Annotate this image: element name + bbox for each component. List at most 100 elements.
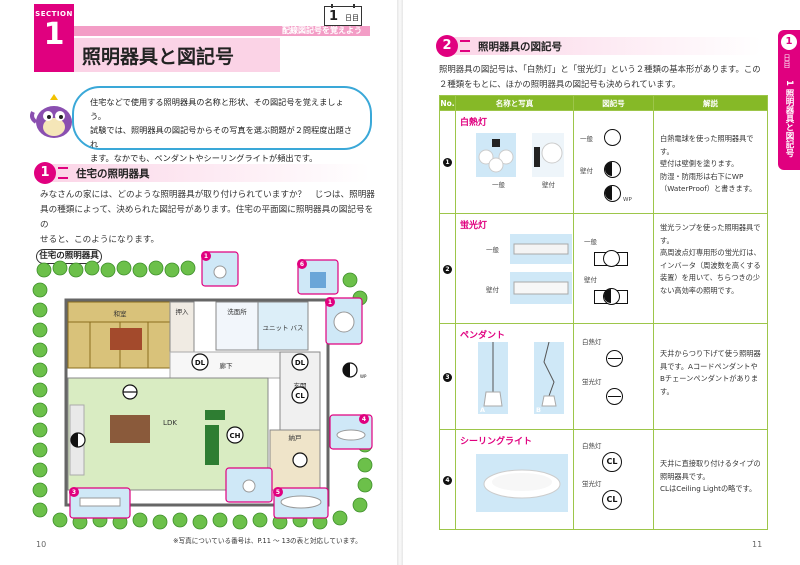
photo-label: 一般 [486, 246, 499, 254]
desc-line: 具です。Aコードペンダントや [660, 361, 758, 371]
body-paragraph: みなさんの家には、どのような照明器具が取り付けられていますか？ じつは、照明器 … [40, 188, 375, 248]
fluorescent-symbol-icon [594, 250, 628, 267]
room-label-genkan: 玄関 [294, 381, 307, 390]
table-row: 2 蛍光灯 一般 壁付 一般 [439, 213, 768, 324]
symbol-label: 一般 [580, 135, 593, 143]
name-photo-cell: 白熱灯 一般 壁付 [455, 110, 574, 214]
photo-label: 壁付 [542, 181, 555, 189]
top-banner-text: 配線図記号を覚えよう [282, 26, 362, 35]
footnote: ※写真についている番号は、P.11 〜 13の表と対応しています。 [173, 537, 362, 545]
description-cell: 天井に直接取り付けるタイプの 照明器具です。 CLはCeiling Lightの… [653, 429, 768, 530]
symbol-downlight: DL [295, 359, 306, 367]
heading-number: 2 [436, 35, 458, 57]
symbol-waterproof: WP [360, 374, 367, 379]
symbol-label: 白熱灯 [582, 338, 602, 346]
symbol-cell: 白熱灯 CL 蛍光灯 CL [573, 429, 654, 530]
intro-line: ます。なかでも、ペンダントやシーリングライトが頻出です。 [90, 153, 318, 163]
table-header-no: No. [439, 95, 456, 111]
desc-line: ない高効率の照明です。 [660, 285, 739, 295]
symbol-label: 一般 [584, 238, 597, 246]
waterproof-incandescent-symbol-icon [604, 185, 621, 202]
row-number: 1 [443, 158, 452, 167]
symbol-label: 白熱灯 [582, 442, 602, 450]
room-label-unit-bath: ユニット バス [262, 324, 303, 332]
table-header-symbol: 図記号 [573, 95, 654, 111]
heading-decoration [460, 40, 470, 52]
fixture-table: No. 名称と写真 図記号 解説 1 白熱灯 [439, 95, 768, 530]
row-number: 2 [443, 264, 452, 274]
calendar-day-unit: 日目 [345, 14, 359, 22]
symbol-cell: 白熱灯 蛍光灯 [573, 323, 654, 430]
heading-decoration [58, 167, 68, 179]
callout-number: 1 [328, 299, 332, 306]
heading-title: 照明器具の図記号 [478, 41, 562, 53]
row-number-cell: 4 [439, 429, 456, 530]
calendar-day-number: 1 [329, 9, 339, 24]
desc-line: 照明器具です。 [660, 471, 710, 481]
desc-line: 天井からつり下げて使う照明器 [660, 349, 761, 358]
room-label-senmenjo: 洗面所 [227, 307, 247, 316]
incandescent-symbol-icon [604, 129, 621, 146]
table-row: 3 ペンダント A B [439, 323, 768, 430]
callout-number: 1 [204, 253, 208, 260]
side-tab-unit: 日目 [783, 54, 791, 68]
title-band [74, 38, 280, 72]
cord-pendant-photo [478, 342, 508, 414]
desc-line: す。 [660, 146, 674, 156]
side-tab-number: 1 [781, 34, 797, 50]
pendant-fluorescent-symbol-icon [606, 388, 623, 405]
ceiling-light-incandescent-symbol-icon: CL [602, 452, 622, 472]
desc-line: す。 [660, 386, 674, 396]
symbol-label: 壁付 [580, 167, 593, 175]
intro-line: 住宅などで使用する照明器具の名称と形状、その図記号を覚えましょう。 [90, 97, 344, 121]
name-photo-cell: シーリングライト [455, 429, 574, 530]
ceiling-light-photo [476, 454, 568, 512]
section-badge: SECTION 1 [34, 4, 74, 72]
table-header-name: 名称と写真 [455, 95, 574, 111]
description-cell: 蛍光ランプを使った照明器具で す。 高周波点灯専用形の蛍光灯は、 インバータ（周… [653, 213, 768, 324]
name-photo-cell: ペンダント A B [455, 323, 574, 430]
photo-label: B [536, 406, 541, 414]
symbol-cell: 一般 壁付 [573, 213, 654, 324]
desc-line: 壁付は壁側を塗ります。 [660, 159, 739, 168]
desc-line: （WaterProof）と書きます。 [660, 184, 757, 193]
mascot-icon [30, 94, 72, 138]
room-label-oshiire: 押入 [176, 307, 190, 316]
side-tab [778, 30, 800, 170]
room-label-ldk: LDK [163, 419, 177, 427]
fixture-name: 白熱灯 [460, 118, 488, 128]
page-number-left: 10 [36, 540, 47, 549]
room-label-nando: 納戸 [289, 433, 303, 442]
desc-line: 高周波点灯専用形の蛍光灯は、 [660, 248, 761, 257]
callout-number: 3 [72, 489, 76, 496]
body-line: せると、このようになります。 [40, 235, 160, 245]
photo-label: A [480, 406, 486, 414]
body-line: みなさんの家には、どのような照明器具が取り付けられていますか？ じつは、照明器 [40, 190, 375, 200]
incandescent-wall-photo [532, 133, 564, 177]
symbol-cell: 一般 壁付 WP [573, 110, 654, 214]
page-title: 照明器具と図記号 [82, 46, 235, 68]
book-gutter [397, 0, 403, 565]
symbol-label: 壁付 [584, 276, 597, 284]
row-number: 4 [443, 475, 452, 485]
desc-line: 装置）を用いて、ちらつきの少 [660, 273, 761, 282]
chain-pendant-photo [534, 342, 564, 414]
section-number: 1 [43, 17, 65, 52]
callout-number: 5 [276, 489, 280, 496]
callout-number: 6 [300, 261, 304, 268]
room-label-roka: 廊下 [220, 361, 234, 370]
symbol-ceiling-light: CL [295, 392, 305, 400]
wall-fluorescent-symbol-icon [594, 288, 628, 305]
ceiling-light-fluorescent-symbol-icon: CL [602, 490, 622, 510]
photo-label: 一般 [492, 181, 505, 189]
body-line: 具の種類によって、決められた図記号があります。住宅の平面図に照明器具の図記号をの [40, 205, 374, 230]
row-number-cell: 2 [439, 213, 456, 324]
desc-line: CLはCeiling Lightの略です。 [660, 484, 757, 493]
heading-band [34, 164, 370, 182]
callout-number: 4 [362, 416, 366, 423]
heading-number: 1 [34, 162, 56, 184]
desc-line: Bチェーンペンダントがありま [660, 374, 759, 383]
desc-line: インバータ（周波数を高くする [660, 260, 761, 270]
symbol-label: 蛍光灯 [582, 378, 602, 386]
heading-title: 住宅の照明器具 [76, 168, 150, 180]
